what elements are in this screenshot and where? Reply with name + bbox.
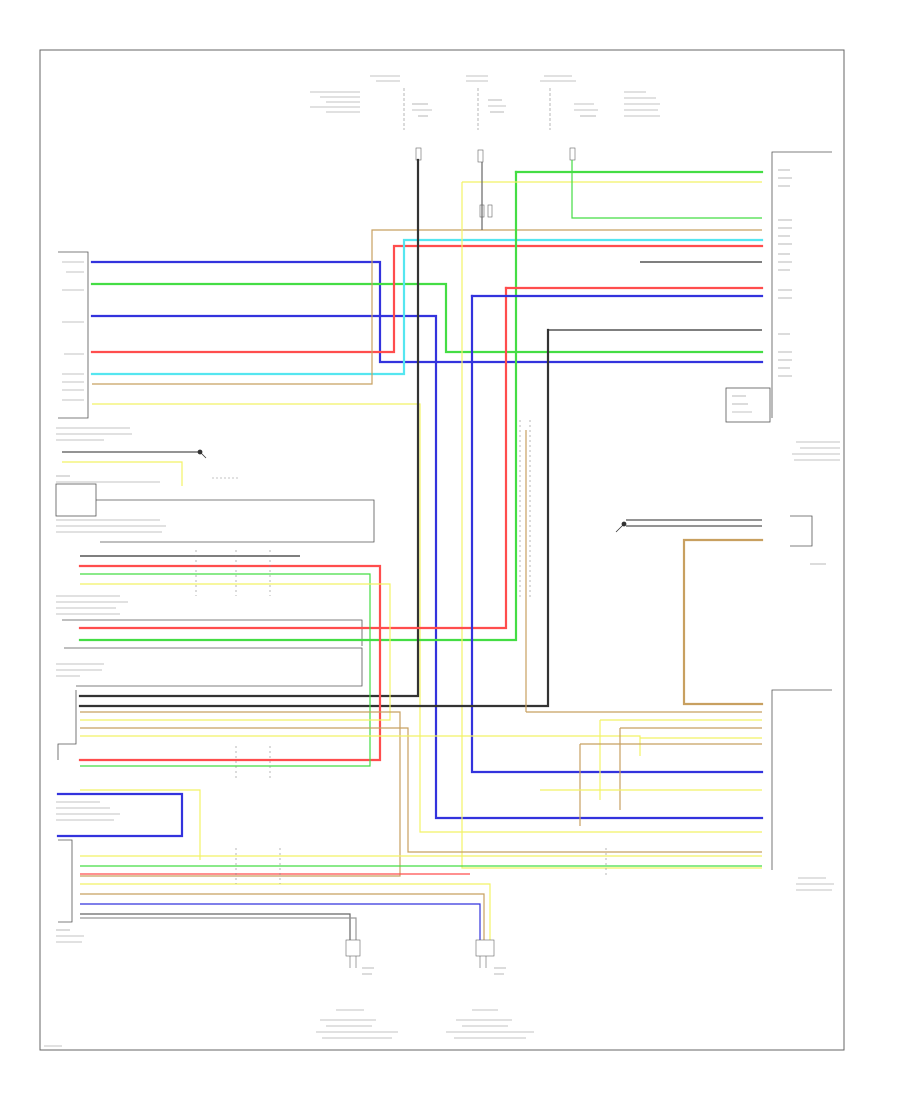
wire-blue-2	[90, 314, 764, 820]
wire-tan-1	[92, 229, 762, 385]
ground-symbol-right	[615, 521, 627, 533]
wire-blue-1	[90, 260, 764, 364]
wire-yellow-1	[92, 403, 762, 833]
wire-cyan-1	[90, 238, 764, 376]
wire-tan-long	[80, 727, 762, 853]
wire-dark-1	[78, 158, 420, 698]
wire-red-1	[90, 244, 764, 354]
wire-tan-right	[682, 538, 764, 706]
wire-group	[56, 158, 764, 940]
wire-green-top	[78, 170, 518, 642]
splice-marks	[195, 420, 607, 884]
right-control-module-bottom	[771, 689, 832, 870]
left-bracket-b	[62, 619, 363, 646]
wire-green-loop	[80, 573, 371, 767]
right-lower-labels	[796, 563, 834, 891]
left-bracket-c	[64, 647, 363, 687]
wire-yellow-loop	[80, 583, 391, 721]
wire-red-loop	[78, 564, 382, 762]
wire-green-1	[90, 282, 764, 354]
right-control-module-top	[725, 151, 840, 461]
wire-tan-loop	[80, 711, 401, 877]
wire-blue-bottom	[80, 903, 481, 940]
diagram-frame	[39, 49, 845, 1051]
ground-symbol-left	[197, 449, 207, 459]
bottom-connector-right	[446, 939, 534, 1039]
top-header-labels	[310, 75, 660, 130]
left-mid-labels	[44, 427, 166, 1047]
left-module-top	[58, 251, 89, 419]
wire-blue-loop	[56, 792, 184, 838]
bottom-connector-left	[316, 939, 398, 1039]
right-small-connector	[790, 515, 813, 547]
wire-yellow-short	[62, 461, 183, 486]
left-bracket-d	[57, 690, 77, 760]
left-bottom-connector	[58, 839, 73, 923]
wire-green-stub	[571, 160, 762, 219]
left-bracket-a	[96, 499, 375, 543]
left-small-box	[55, 483, 97, 517]
